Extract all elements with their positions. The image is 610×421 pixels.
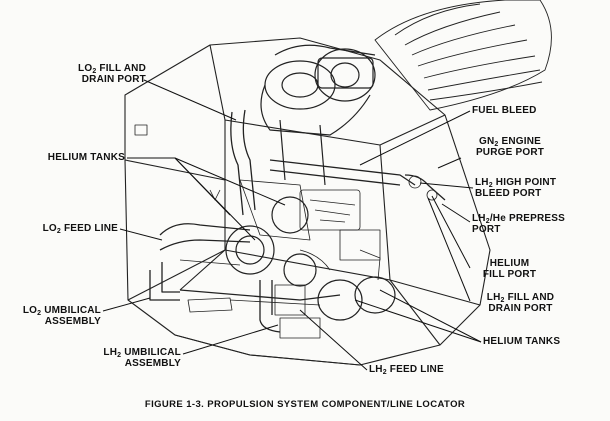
label-lh2-umbilical-assembly: LH2 UMBILICAL ASSEMBLY [103,347,181,369]
leader-lines [102,79,482,371]
label-fuel-bleed: FUEL BLEED [472,105,537,116]
label-lh2-he-prepress-port: LH2/He PREPRESS PORT [472,213,566,235]
label-lo2-fill-drain-port: LO2 FILL AND DRAIN PORT [78,63,146,85]
feed-pipes [149,109,446,333]
label-helium-tanks-right: HELIUM TANKS [483,336,561,347]
label-lh2-fill-drain-port: LH2 FILL AND DRAIN PORT [486,292,555,314]
label-helium-tanks-left: HELIUM TANKS [47,152,125,163]
label-lh2-high-point-bleed-port: LH2 HIGH POINT BLEED PORT [475,177,557,199]
helium-tank-spheres [225,196,396,321]
label-gn2-engine-purge-port: GN2 ENGINE PURGE PORT [475,136,545,158]
label-lo2-umbilical-assembly: LO2 UMBILICAL ASSEMBLY [22,305,101,327]
component-clutter [134,124,438,339]
label-lh2-feed-line: LH2 FEED LINE [369,364,444,376]
label-lo2-feed-line: LO2 FEED LINE [42,223,118,235]
engine-powerhead [260,44,376,186]
housing-outline [124,37,491,366]
engine-nozzle [374,0,552,111]
label-helium-fill-port: HELIUM FILL PORT [482,258,537,280]
figure-caption: FIGURE 1-3. PROPULSION SYSTEM COMPONENT/… [144,399,466,410]
